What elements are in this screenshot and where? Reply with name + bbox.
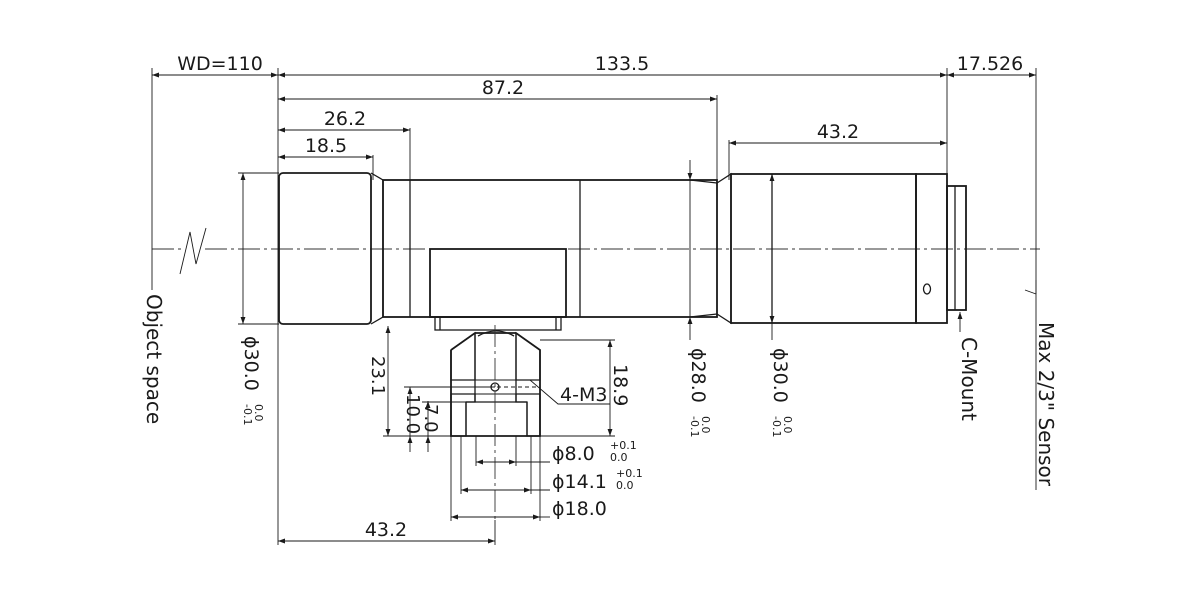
- dim-mount-height-right: 18.9: [609, 364, 631, 406]
- mount-section-view: [450, 325, 541, 520]
- dim-mid-diameter-tol-upper: 0.0: [699, 416, 712, 434]
- dim-front-barrel-length: 18.5: [305, 135, 347, 157]
- mounting-block: [429, 248, 567, 331]
- vertical-dimensions: [238, 160, 1037, 490]
- dim-bore-mid: ϕ14.1: [552, 471, 607, 493]
- front-barrel: [278, 172, 372, 325]
- bore-labels: ϕ8.0 +0.1 0.0 ϕ14.1 +0.1 0.0 ϕ18.0: [552, 439, 643, 520]
- dim-bore-small: ϕ8.0: [552, 443, 595, 465]
- dim-length-to-body-end: 26.2: [324, 108, 366, 130]
- dim-working-distance: WD=110: [177, 53, 263, 75]
- dim-mid-diameter-tol-lower: -0.1: [688, 416, 701, 437]
- rear-barrel: [730, 173, 917, 324]
- dim-front-diameter-tol-lower: -0.1: [241, 404, 254, 425]
- dim-rear-diameter: ϕ30.0: [769, 348, 791, 403]
- optical-axis: [152, 227, 1040, 275]
- dim-bore-mid-tol-lower: 0.0: [616, 479, 634, 492]
- dim-bore-small-tol-lower: 0.0: [610, 451, 628, 464]
- dim-rear-barrel-length: 43.2: [817, 121, 859, 143]
- lens-body: [278, 172, 967, 325]
- thread-spec-label: 4-M3: [560, 384, 607, 406]
- dim-length-to-step: 87.2: [482, 77, 524, 99]
- dim-front-diameter-tol-upper: 0.0: [252, 404, 265, 422]
- object-space-label: Object space: [142, 294, 166, 424]
- dim-bore-large: ϕ18.0: [552, 498, 607, 520]
- dim-back-focus: 17.526: [957, 53, 1023, 75]
- c-mount-label: C-Mount: [957, 337, 981, 421]
- dim-rear-diameter-tol-lower: -0.1: [770, 416, 783, 437]
- dim-bore-mid-tol-upper: +0.1: [616, 467, 643, 480]
- dim-overall-length: 133.5: [595, 53, 649, 75]
- dim-mid-diameter: ϕ28.0: [687, 348, 709, 403]
- dim-mount-height-total: 23.1: [367, 356, 388, 396]
- reference-lines: [151, 68, 1037, 545]
- dim-mount-position: 43.2: [365, 519, 407, 541]
- dim-mount-height-b: 7.0: [420, 404, 441, 433]
- horizontal-dimensions: WD=110 133.5 17.526 87.2 26.2 18.5 43.2 …: [152, 53, 1036, 545]
- dim-mount-height-a: 10.0: [402, 394, 423, 434]
- dim-rear-diameter-tol-upper: 0.0: [781, 416, 794, 434]
- c-mount-thread: [946, 185, 967, 311]
- dim-bore-small-tol-upper: +0.1: [610, 439, 637, 452]
- dim-front-diameter: ϕ30.0: [240, 336, 262, 391]
- sensor-label: Max 2/3" Sensor: [1034, 322, 1058, 487]
- set-screw-icon: [922, 283, 932, 295]
